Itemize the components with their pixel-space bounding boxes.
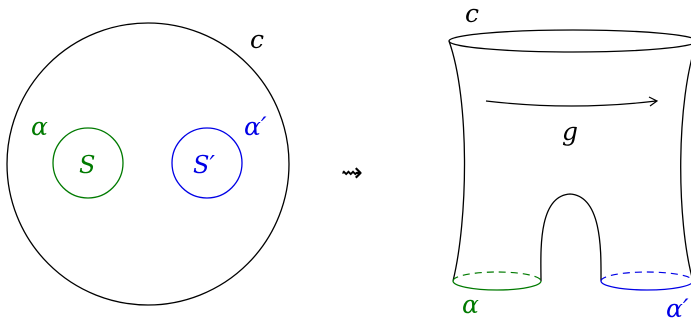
left-leg-boundary-back <box>452 271 542 282</box>
label-s: S <box>79 151 95 179</box>
label-alpha-prime-right: α′ <box>666 294 689 323</box>
label-c-right: c <box>465 0 479 28</box>
left-disk-figure: c α S α′ S′ <box>6 22 290 306</box>
label-alpha-prime-left: α′ <box>244 112 267 141</box>
subsurface-s-circle <box>52 127 124 199</box>
monodromy-arrow-head <box>648 96 659 107</box>
label-alpha-left: α <box>31 112 48 141</box>
label-alpha-right: α <box>462 290 479 319</box>
label-c-left: c <box>250 25 264 54</box>
surface-left-side <box>448 40 466 282</box>
top-boundary-ellipse <box>448 29 691 53</box>
left-leg-boundary-front <box>452 280 542 291</box>
outer-boundary-circle <box>6 22 290 306</box>
label-g: g <box>562 117 578 146</box>
monodromy-arrow-curve <box>485 100 657 107</box>
surface-right-side <box>680 59 691 276</box>
right-leg-boundary-front <box>600 280 691 291</box>
surface-inner-arch <box>540 193 602 282</box>
label-s-prime: S′ <box>193 151 215 179</box>
subsurface-s-prime-circle <box>171 127 243 199</box>
rightsquigarrow-symbol: ⇝ <box>341 158 363 188</box>
right-surface-figure: c g α α′ <box>448 0 691 323</box>
right-leg-boundary-back <box>600 271 691 282</box>
